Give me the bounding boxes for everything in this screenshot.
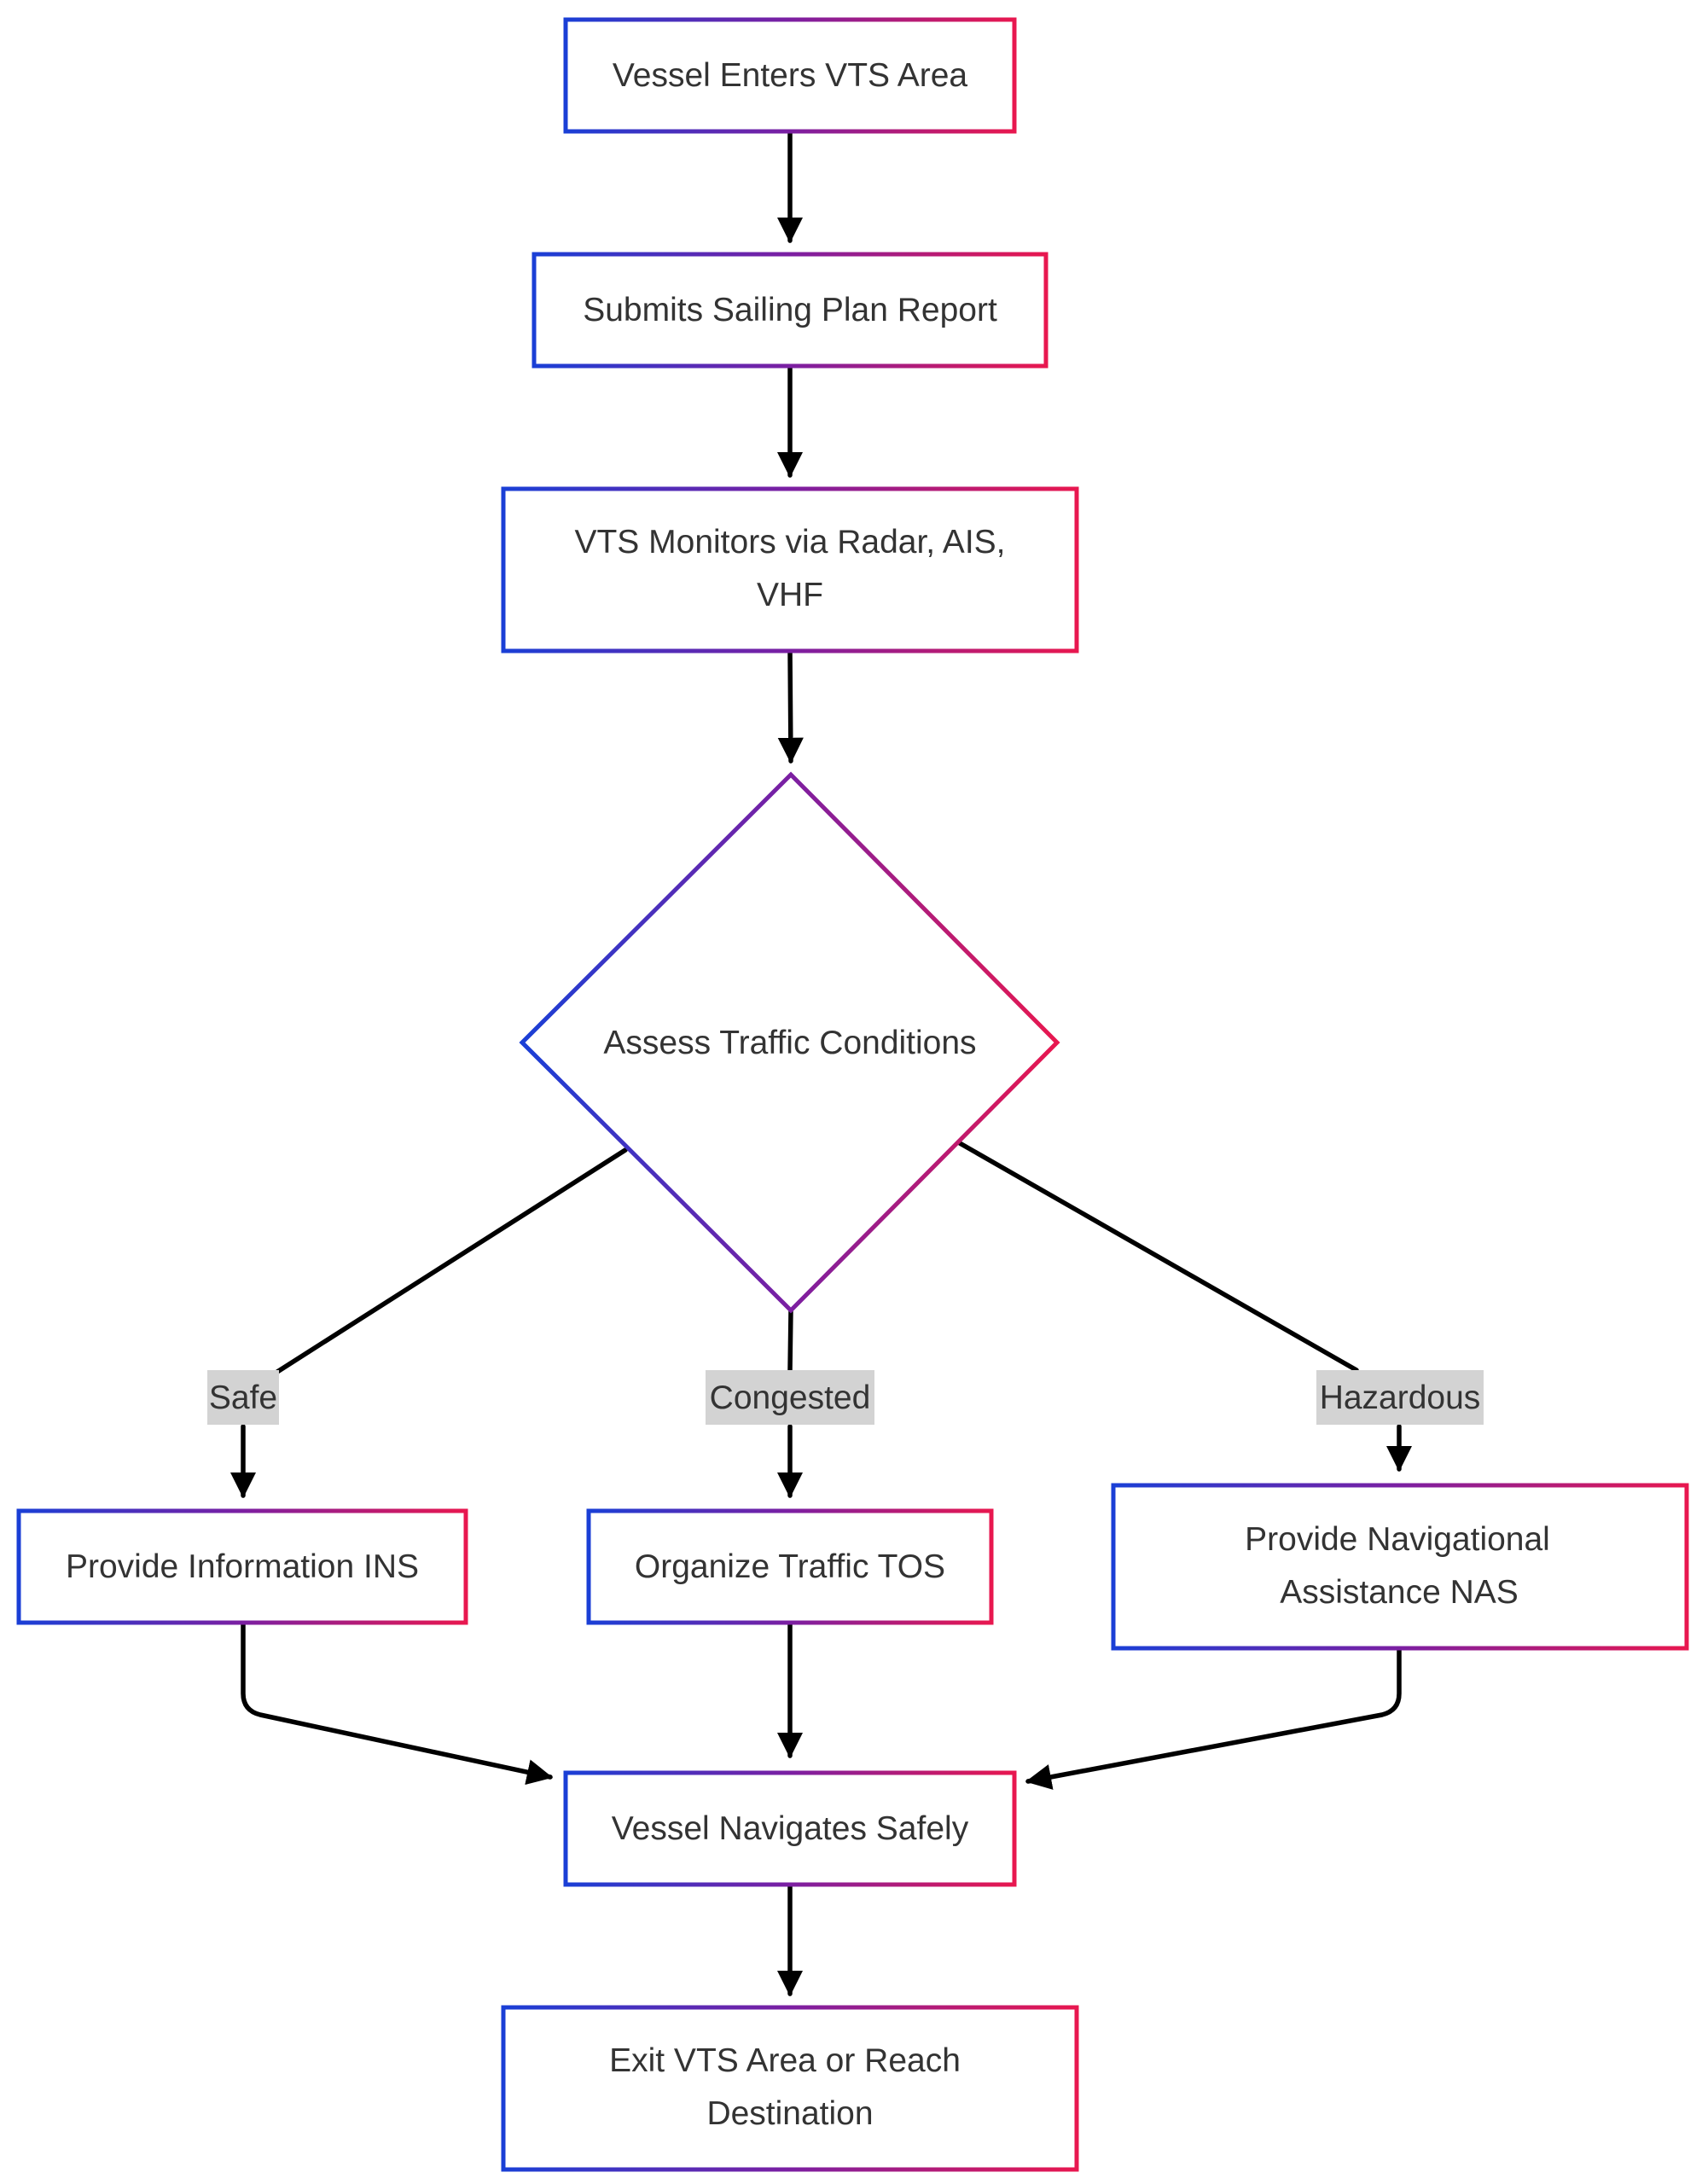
node-sailing-plan-label: Submits Sailing Plan Report (583, 292, 997, 328)
node-provide-information: Provide Information INS (16, 1508, 468, 1625)
node-provide-information-label: Provide Information INS (66, 1548, 419, 1585)
node-vessel-navigates-safely-label: Vessel Navigates Safely (612, 1810, 969, 1847)
node-assess-traffic-label: Assess Traffic Conditions (603, 1025, 976, 1061)
node-vts-monitors: VTS Monitors via Radar, AIS, VHF (501, 486, 1079, 653)
node-exit-vts-area-label-line1: Exit VTS Area or Reach (609, 2042, 961, 2079)
node-navigational-assistance-label-line1: Provide Navigational (1245, 1521, 1550, 1558)
node-navigational-assistance-label-line2: Assistance NAS (1280, 1574, 1519, 1611)
node-exit-vts-area: Exit VTS Area or Reach Destination (501, 2005, 1079, 2172)
node-vessel-enters-label: Vessel Enters VTS Area (613, 57, 968, 94)
edge-label-safe-text: Safe (209, 1380, 277, 1416)
edge-nas-to-safe-nav (1025, 1647, 1402, 1790)
edge-assess-to-congested-label (787, 1308, 793, 1373)
edge-assess-to-safe-label (275, 1147, 628, 1374)
node-vessel-enters: Vessel Enters VTS Area (563, 17, 1017, 134)
edge-label-hazardous-text: Hazardous (1320, 1380, 1481, 1416)
node-vts-monitors-label-line2: VHF (757, 577, 823, 613)
node-vts-monitors-label-line1: VTS Monitors via Radar, AIS, (574, 524, 1005, 561)
node-organize-traffic: Organize Traffic TOS (586, 1508, 994, 1625)
node-vessel-navigates-safely: Vessel Navigates Safely (563, 1770, 1017, 1887)
edge-label-congested: Congested (706, 1370, 874, 1425)
node-exit-vts-area-label-line2: Destination (706, 2095, 873, 2132)
edge-label-safe: Safe (207, 1370, 279, 1425)
edge-label-hazardous: Hazardous (1316, 1370, 1484, 1425)
edge-label-congested-text: Congested (710, 1380, 871, 1416)
node-sailing-plan: Submits Sailing Plan Report (532, 252, 1049, 369)
node-assess-traffic-decision: Assess Traffic Conditions (519, 771, 1060, 1314)
edge-monitor-to-assess (777, 648, 804, 764)
node-organize-traffic-label: Organize Traffic TOS (635, 1548, 945, 1585)
edge-ins-to-safe-nav (241, 1621, 553, 1786)
edges (229, 130, 1413, 1997)
edge-assess-to-hazardous-label (957, 1141, 1359, 1373)
node-navigational-assistance: Provide Navigational Assistance NAS (1111, 1483, 1689, 1651)
